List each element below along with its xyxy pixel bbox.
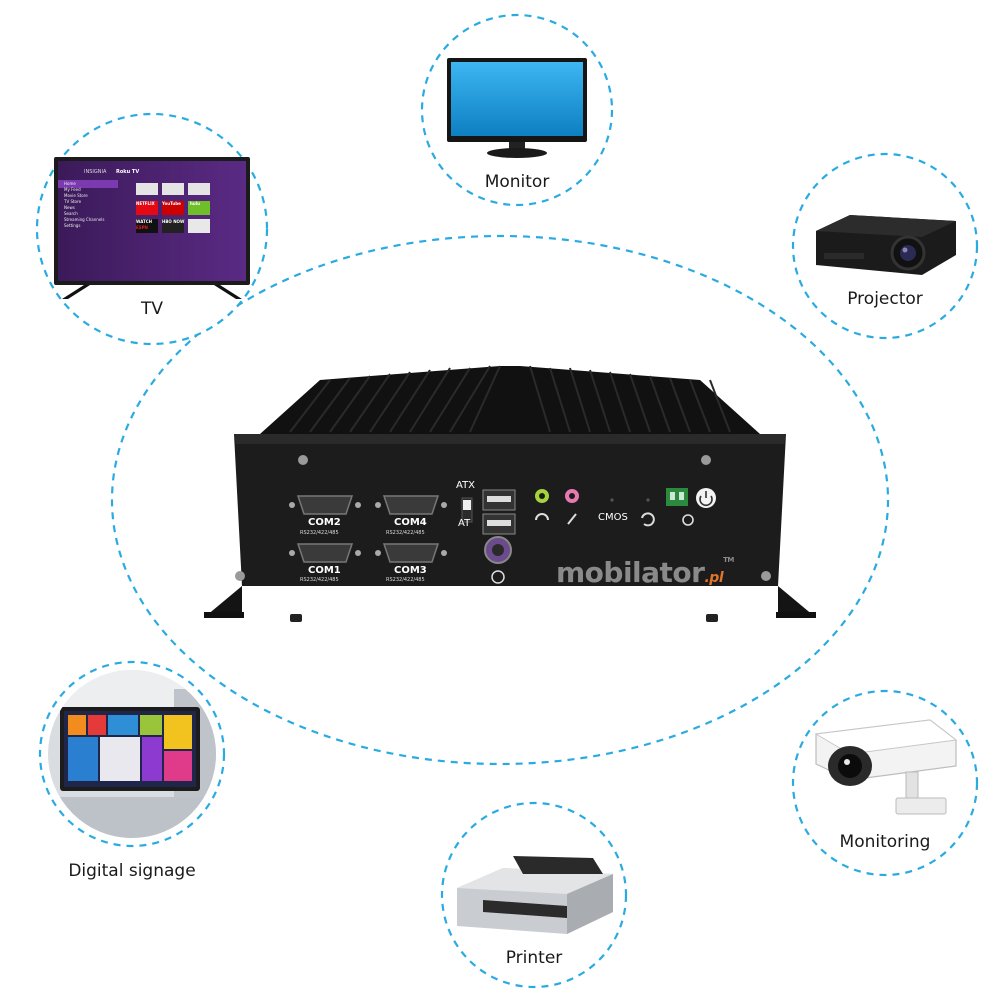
printer-node: Printer [439,800,629,990]
tv-menu-item: Movie Store [64,193,88,198]
fanless-pc: COM2 RS232/422/485 COM4 RS232/422/485 CO… [200,360,820,630]
com2-rs-label: RS232/422/485 [300,530,339,536]
tv-menu: Home My Feed Movie Store TV Store News S… [64,181,104,229]
tv-screen-os: Roku TV [116,169,140,175]
monitor-label: Monitor [484,172,550,192]
com1-rs-label: RS232/422/485 [300,577,339,583]
tv-app-espn: ESPN [136,225,148,230]
monitoring-label: Monitoring [839,832,931,852]
tv-menu-item: Streaming Channels [64,217,105,222]
cmos-label: CMOS [598,512,628,523]
tv-menu-item: Search [64,211,78,216]
projector-icon [816,215,956,275]
tv-app-hulu: hulu [190,201,200,206]
tv-menu-item: Home [64,181,76,186]
logo-suffix: .pl [704,570,724,586]
com2-label: COM2 [308,517,341,528]
com3-rs-label: RS232/422/485 [386,577,425,583]
at-label: AT [458,518,471,529]
tv-node: INSIGNIA Roku TV Home My Feed Movie Stor… [34,111,270,347]
monitor-node: Monitor [419,12,615,208]
projector-node: Projector [790,151,980,341]
monitor-icon [447,58,587,158]
com1-label: COM1 [308,565,341,576]
digital-signage-label: Digital signage [68,861,196,881]
com3-label: COM3 [394,565,427,576]
com4-label: COM4 [394,517,427,528]
com4-rs-label: RS232/422/485 [386,530,425,536]
tv-menu-item: Settings [64,223,81,228]
security-camera-icon [814,719,958,815]
tv-screen-brand: INSIGNIA [84,169,107,175]
tv-menu-item: My Feed [64,187,81,192]
tv-label: TV [140,299,163,319]
digital-signage-icon [48,670,216,838]
logo-trademark: TM [723,556,734,564]
tv-app-netflix: NETFLIX [136,201,155,206]
monitoring-node: Monitoring [790,688,980,878]
tv-app-hbo: HBO NOW [162,219,185,224]
printer-icon [457,856,613,934]
logo-text: mobilator [556,556,705,589]
pc-chassis-image [204,365,816,622]
tv-menu-item: TV Store [64,199,82,204]
tv-menu-item: News [64,205,75,210]
tv-app-watch: WATCH [136,219,153,224]
printer-label: Printer [505,948,563,968]
projector-label: Projector [847,289,923,309]
atx-label: ATX [456,480,476,491]
tv-icon [54,157,250,299]
digital-signage-node: Digital signage [37,659,227,881]
tv-app-youtube: YouTube [162,201,181,206]
mobilator-logo: mobilator.pl TM [556,556,734,589]
